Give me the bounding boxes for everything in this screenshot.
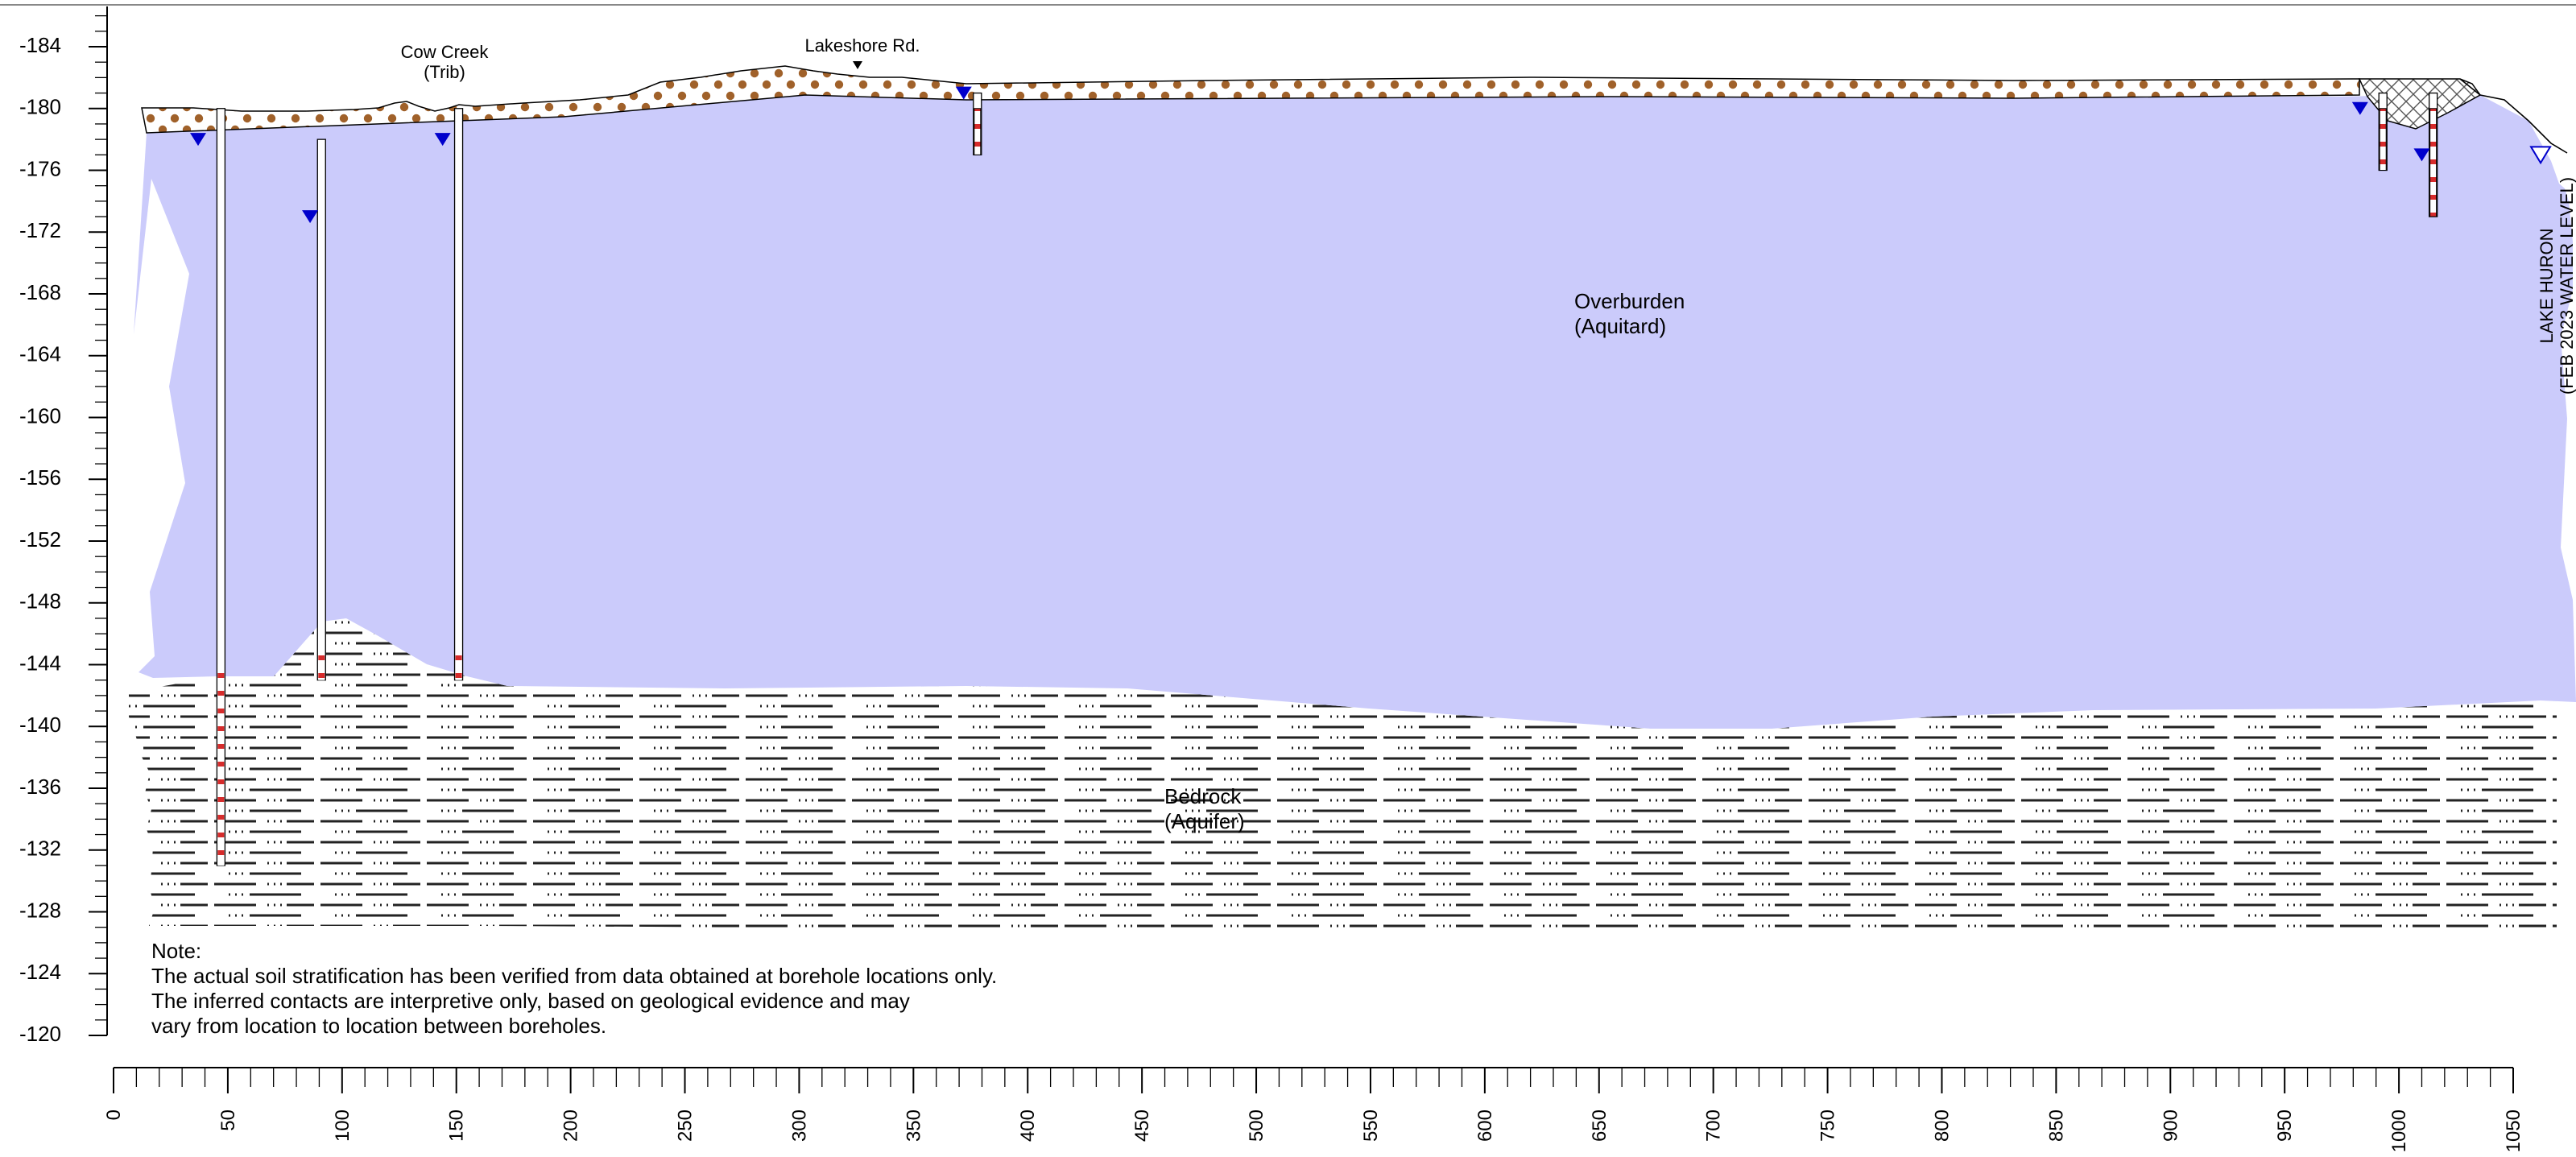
water-level-icon bbox=[302, 210, 319, 224]
note-line-3: vary from location to location between b… bbox=[151, 1014, 607, 1038]
x-tick-label: 1050 bbox=[2503, 1109, 2524, 1152]
y-tick-label: -172 bbox=[19, 218, 61, 242]
note-title: Note: bbox=[151, 939, 202, 963]
y-tick-label: -156 bbox=[19, 465, 61, 490]
x-tick-label: 400 bbox=[1017, 1109, 1039, 1142]
x-tick-label: 0 bbox=[103, 1109, 125, 1120]
x-tick-label: 450 bbox=[1131, 1109, 1153, 1142]
y-tick-label: -164 bbox=[19, 342, 61, 366]
y-tick-label: -180 bbox=[19, 95, 61, 119]
borehole-casing bbox=[453, 108, 464, 681]
x-tick-label: 550 bbox=[1360, 1109, 1382, 1142]
borehole bbox=[453, 108, 464, 681]
borehole bbox=[216, 108, 226, 866]
y-tick-label: -148 bbox=[19, 589, 61, 614]
bedrock-label-line1: Bedrock bbox=[1164, 784, 1242, 808]
borehole-screen bbox=[455, 647, 462, 680]
fill-layer bbox=[141, 65, 2360, 134]
borehole bbox=[316, 138, 326, 681]
water-level-icon bbox=[2413, 148, 2430, 162]
borehole-screen bbox=[974, 108, 982, 155]
x-tick-label: 1000 bbox=[2388, 1109, 2410, 1152]
x-tick-label: 100 bbox=[332, 1109, 354, 1142]
y-tick-label: -124 bbox=[19, 960, 61, 984]
water-level-icon bbox=[434, 133, 451, 147]
lake-level-icon bbox=[2529, 146, 2552, 165]
water-level-icon bbox=[190, 133, 207, 147]
x-tick-label: 750 bbox=[1817, 1109, 1839, 1142]
water-level-icon bbox=[2351, 101, 2368, 115]
creek-label-line2: (Trib) bbox=[424, 62, 465, 82]
y-tick-label: -120 bbox=[19, 1022, 61, 1046]
x-tick-label: 500 bbox=[1246, 1109, 1267, 1142]
bedrock-layer bbox=[129, 618, 2557, 928]
y-tick-label: -132 bbox=[19, 837, 61, 861]
water-level-icon bbox=[955, 86, 972, 100]
creek-label-line1: Cow Creek bbox=[401, 42, 490, 62]
x-tick-label: 650 bbox=[1589, 1109, 1611, 1142]
borehole-screen bbox=[2379, 108, 2387, 171]
x-tick-label: 950 bbox=[2274, 1109, 2296, 1142]
borehole-screen bbox=[318, 647, 325, 680]
y-tick-label: -176 bbox=[19, 156, 61, 180]
road-marker-icon bbox=[853, 61, 862, 69]
overburden-label-line2: (Aquitard) bbox=[1574, 314, 1666, 338]
borehole-casing bbox=[316, 138, 326, 681]
ground-surface bbox=[2459, 78, 2568, 154]
y-tick-label: -168 bbox=[19, 280, 61, 304]
borehole-screen bbox=[217, 664, 225, 866]
road-label: Lakeshore Rd. bbox=[804, 35, 920, 56]
x-tick-label: 300 bbox=[788, 1109, 810, 1142]
y-tick-label: -152 bbox=[19, 527, 61, 552]
lake-label-line2: (FEB 2023 WATER LEVEL) bbox=[2557, 177, 2576, 395]
note-block: Note: The actual soil stratification has… bbox=[151, 939, 997, 1039]
x-tick-label: 600 bbox=[1474, 1109, 1496, 1142]
x-tick-label: 350 bbox=[903, 1109, 924, 1142]
y-tick-label: -160 bbox=[19, 403, 61, 428]
x-tick-label: 50 bbox=[217, 1109, 239, 1131]
x-tick-label: 150 bbox=[446, 1109, 468, 1142]
hatched-fill bbox=[2358, 78, 2482, 130]
x-tick-label: 700 bbox=[1703, 1109, 1725, 1142]
overburden-label-line1: Overburden bbox=[1574, 289, 1685, 313]
y-tick-label: -136 bbox=[19, 775, 61, 799]
x-tick-label: 900 bbox=[2160, 1109, 2181, 1142]
x-tick-label: 850 bbox=[2045, 1109, 2067, 1142]
overburden-layer bbox=[134, 95, 2576, 729]
lake-label-line1: LAKE HURON bbox=[2537, 228, 2557, 343]
note-line-1: The actual soil stratification has been … bbox=[151, 964, 998, 988]
note-line-2: The inferred contacts are interpretive o… bbox=[151, 989, 910, 1013]
x-tick-label: 250 bbox=[675, 1109, 697, 1142]
y-tick-label: -128 bbox=[19, 898, 61, 922]
x-tick-label: 200 bbox=[560, 1109, 582, 1142]
y-tick-label: -140 bbox=[19, 713, 61, 737]
y-tick-label: -144 bbox=[19, 651, 61, 675]
borehole-screen bbox=[2429, 108, 2437, 217]
x-tick-label: 800 bbox=[1931, 1109, 1953, 1142]
y-tick-label: -184 bbox=[19, 33, 61, 57]
bedrock-label-line2: (Aquifer) bbox=[1164, 809, 1245, 833]
